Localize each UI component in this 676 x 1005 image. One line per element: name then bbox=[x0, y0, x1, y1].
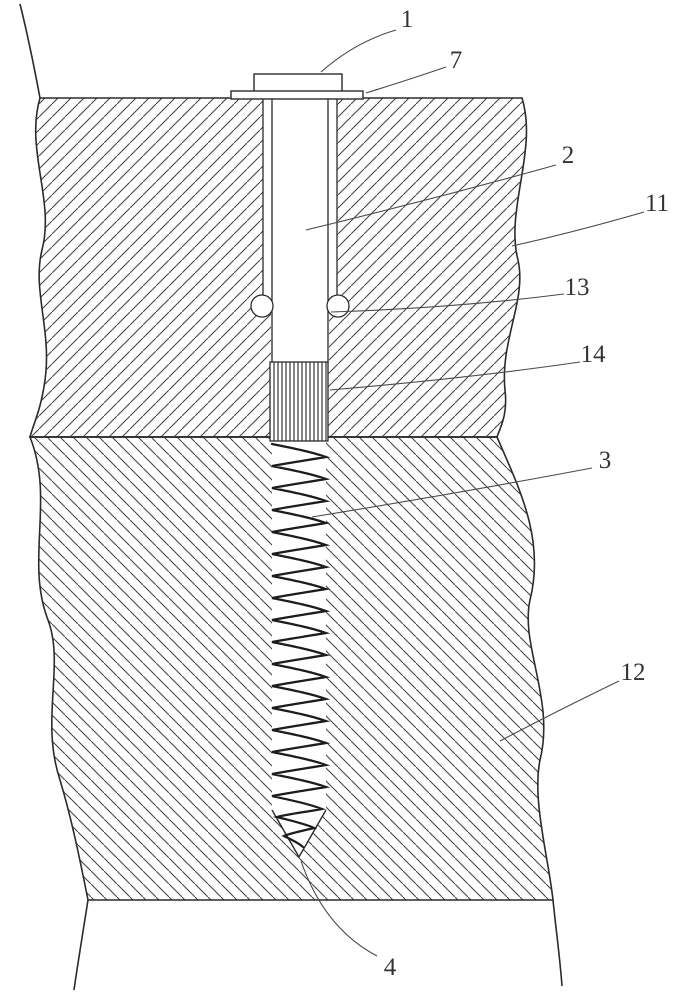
top-left-break-line bbox=[19, 3, 41, 99]
label-7: 7 bbox=[450, 47, 463, 74]
seal-ring-left bbox=[250, 294, 274, 318]
thread-helix bbox=[270, 442, 331, 849]
leader-11 bbox=[511, 211, 645, 247]
bottom-right-break-line bbox=[552, 899, 563, 987]
knurled-section bbox=[269, 361, 329, 442]
label-11: 11 bbox=[645, 190, 669, 217]
label-4: 4 bbox=[384, 954, 397, 981]
label-1: 1 bbox=[401, 6, 414, 33]
leader-4 bbox=[300, 860, 378, 957]
leader-2 bbox=[305, 164, 557, 231]
leader-lines bbox=[300, 29, 645, 957]
leader-1 bbox=[320, 29, 397, 73]
bottom-left-break-line bbox=[73, 899, 89, 991]
label-14: 14 bbox=[581, 341, 607, 368]
leader-13 bbox=[330, 293, 565, 313]
seal-ring-right bbox=[326, 294, 350, 318]
label-2: 2 bbox=[562, 142, 575, 169]
label-3: 3 bbox=[599, 447, 612, 474]
counterbore-cavity bbox=[263, 98, 337, 313]
screw-tip bbox=[271, 809, 327, 859]
washer bbox=[230, 90, 364, 100]
label-13: 13 bbox=[565, 274, 590, 301]
leader-7 bbox=[365, 66, 447, 94]
leader-3 bbox=[311, 467, 593, 518]
screw-head bbox=[253, 73, 343, 93]
reference-numerals: 1 7 2 11 13 14 3 12 4 bbox=[384, 6, 669, 981]
label-12: 12 bbox=[621, 659, 646, 686]
neck-cavity bbox=[271, 313, 329, 363]
leader-14 bbox=[329, 361, 581, 391]
leader-12 bbox=[499, 680, 620, 742]
